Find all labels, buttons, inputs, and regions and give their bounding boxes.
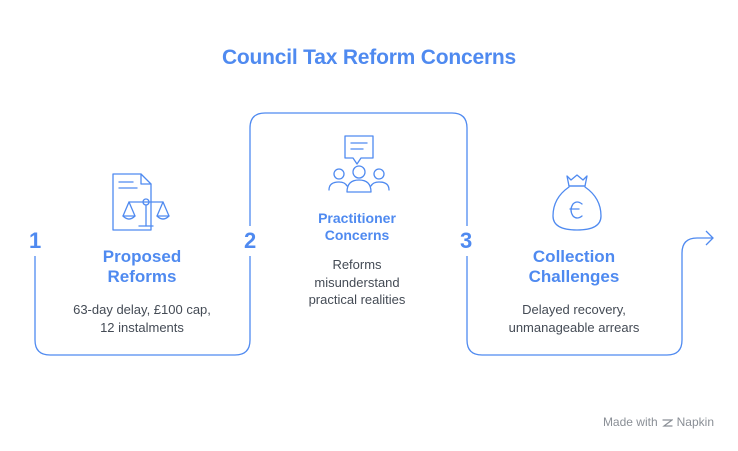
flow-path <box>34 112 712 356</box>
scales-document-icon <box>112 173 170 231</box>
desc-line: Delayed recovery, <box>522 302 626 317</box>
step-description-1: 63-day delay, £100 cap, 12 instalments <box>55 301 229 336</box>
step-number-3: 3 <box>458 226 475 256</box>
step-heading-2: Practitioner Concerns <box>275 210 439 244</box>
desc-line: unmanageable arrears <box>508 319 640 335</box>
napkin-branding[interactable]: Made with Napkin <box>603 415 714 429</box>
branding-name: Napkin <box>676 415 714 429</box>
step-description-3: Delayed recovery, unmanageable arrears <box>487 301 661 336</box>
desc-line: practical realities <box>308 292 406 308</box>
desc-line: misunderstand <box>314 274 400 290</box>
desc-line: Reforms <box>332 257 382 272</box>
desc-line: 12 instalments <box>100 319 184 335</box>
branding-prefix: Made with <box>602 415 658 429</box>
heading-line: Reforms <box>107 267 177 287</box>
page-title: Council Tax Reform Concerns <box>221 46 517 69</box>
step-description-2: Reforms misunderstand practical realitie… <box>275 256 439 309</box>
heading-line: Collection <box>532 247 616 266</box>
heading-line: Concerns <box>324 226 390 243</box>
money-bag-icon <box>552 174 602 231</box>
step-number-2: 2 <box>242 226 259 256</box>
step-number-1: 1 <box>27 226 44 256</box>
heading-line: Proposed <box>102 247 182 266</box>
step-heading-3: Collection Challenges <box>492 247 656 288</box>
heading-line: Practitioner <box>318 210 396 226</box>
step-heading-1: Proposed Reforms <box>60 247 224 288</box>
desc-line: 63-day delay, £100 cap, <box>73 302 211 317</box>
napkin-logo-icon <box>661 418 673 427</box>
arrow-head-icon <box>705 230 714 246</box>
group-discussion-icon <box>328 135 390 193</box>
heading-line: Challenges <box>528 267 620 287</box>
